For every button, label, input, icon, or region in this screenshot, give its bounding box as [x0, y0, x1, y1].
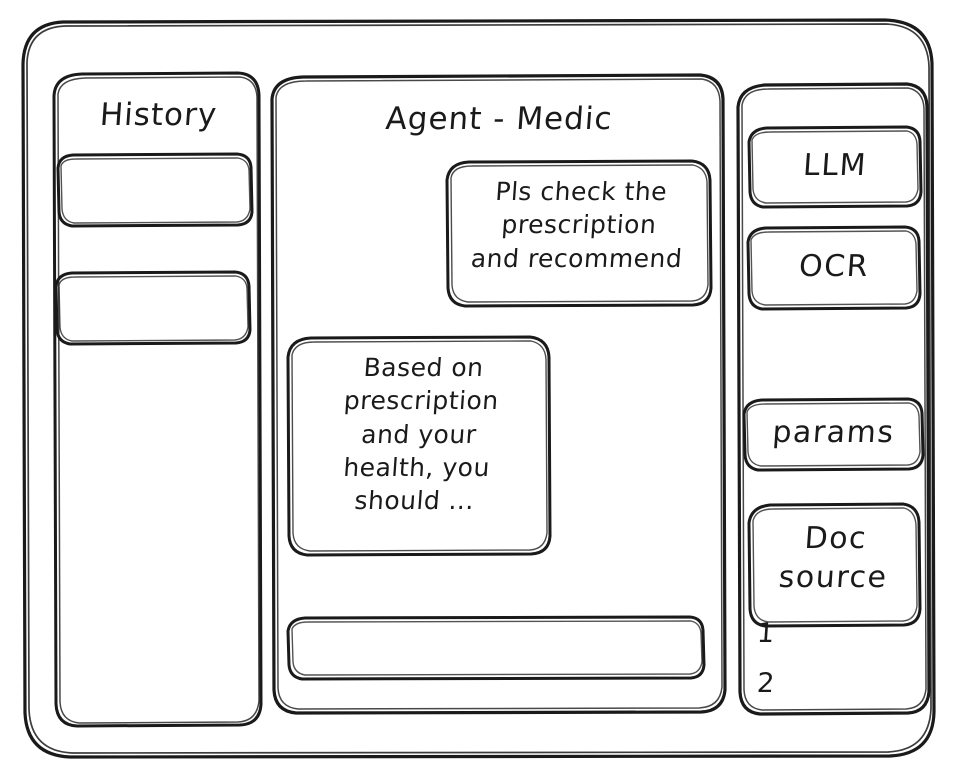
- page-title: Agent - Medic: [384, 101, 614, 137]
- llm-button-label: LLM: [801, 148, 869, 183]
- user-message-bubble-shape: [445, 159, 713, 308]
- assistant-message-text: Based on prescription and your health, y…: [342, 353, 500, 515]
- user-message-bubble: Pls check the prescription and recommend: [447, 161, 711, 306]
- doc-source-button-label: Doc source: [777, 521, 889, 595]
- assistant-message-bubble-shape: [286, 335, 552, 557]
- llm-button-shape: [747, 125, 923, 209]
- ocr-button-shape: [746, 225, 922, 311]
- llm-button[interactable]: LLM: [749, 127, 921, 207]
- doc-source-button[interactable]: Doc source: [749, 504, 920, 626]
- composer-input[interactable]: [288, 617, 704, 679]
- composer-input-shape: [286, 615, 706, 681]
- params-button-label: params: [771, 415, 896, 450]
- doc-list-item-1[interactable]: 1: [755, 618, 776, 649]
- ocr-button-label: OCR: [797, 249, 871, 284]
- main-panel: [270, 73, 727, 715]
- right-panel: [736, 82, 931, 716]
- doc-list-item-2[interactable]: 2: [755, 668, 776, 699]
- history-item-1-shape: [56, 152, 254, 228]
- params-button[interactable]: params: [744, 399, 923, 470]
- assistant-message-bubble: Based on prescription and your health, y…: [288, 337, 550, 555]
- sidebar-panel: [52, 71, 263, 728]
- sidebar-item-history-1[interactable]: [58, 154, 252, 226]
- sidebar-item-history-2[interactable]: [56, 272, 250, 344]
- window-frame: [21, 18, 936, 759]
- user-message-text: Pls check the prescription and recommend: [469, 177, 684, 273]
- doc-source-button-shape: [747, 502, 922, 628]
- sidebar-title: History: [98, 97, 219, 133]
- history-item-2-shape: [54, 270, 252, 346]
- params-button-shape: [742, 397, 925, 472]
- ocr-button[interactable]: OCR: [748, 227, 920, 309]
